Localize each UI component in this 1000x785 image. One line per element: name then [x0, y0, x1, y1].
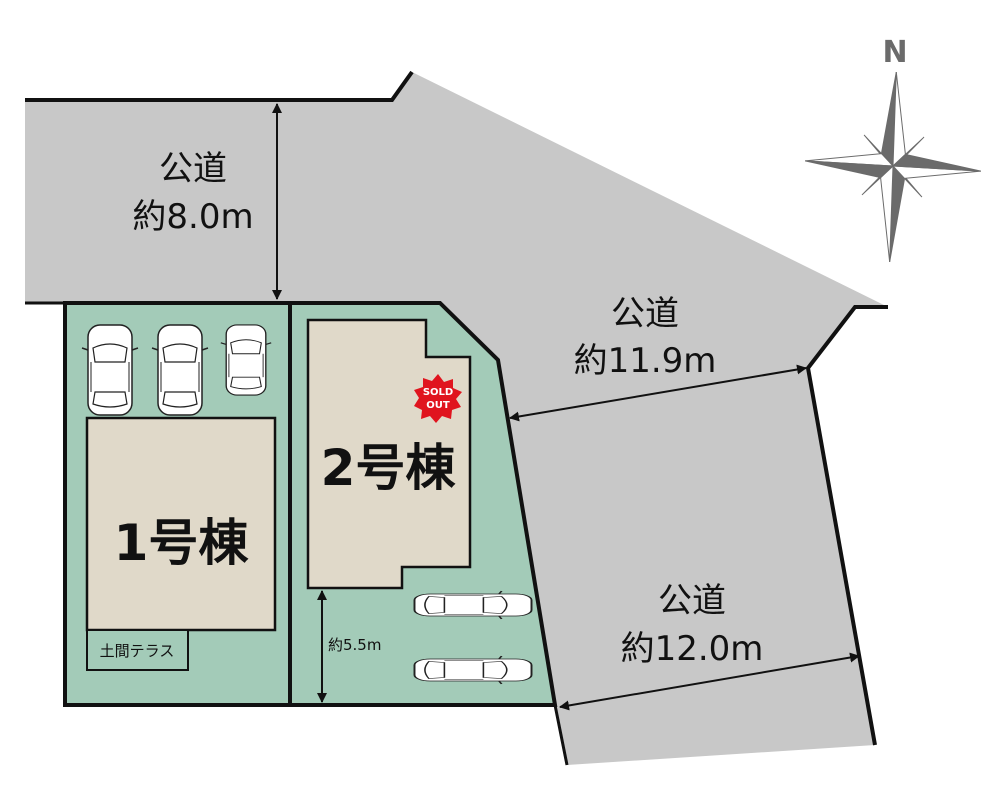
dimension-arrow-11-9m	[509, 364, 807, 422]
sold-out-text-line1: SOLD	[423, 387, 453, 398]
terrace	[86, 629, 189, 671]
road-east-width: 約11.9m	[574, 341, 717, 381]
building-1	[85, 416, 277, 632]
building-1-label: 1号棟	[114, 514, 250, 572]
building-2-label: 2号棟	[321, 439, 457, 497]
terrace-label: 土間テラス	[100, 642, 175, 660]
road-edge-east	[805, 305, 888, 746]
road-edge-south	[553, 704, 569, 766]
north-label: N	[882, 35, 907, 70]
public-road	[25, 72, 888, 765]
sold-out-text-line2: OUT	[426, 400, 450, 411]
sold-out-badge: SOLD OUT	[414, 374, 462, 423]
road-south-width: 約12.0m	[621, 629, 764, 669]
road-north-width: 約8.0m	[132, 197, 253, 237]
road-edge-north	[25, 70, 414, 102]
dimension-arrow-12m	[559, 652, 860, 711]
road-north-name: 公道	[159, 149, 227, 189]
road-east-name: 公道	[611, 294, 679, 334]
setback-label: 約5.5m	[328, 636, 381, 654]
road-south-name: 公道	[658, 581, 726, 621]
compass-rose-icon	[805, 71, 981, 263]
